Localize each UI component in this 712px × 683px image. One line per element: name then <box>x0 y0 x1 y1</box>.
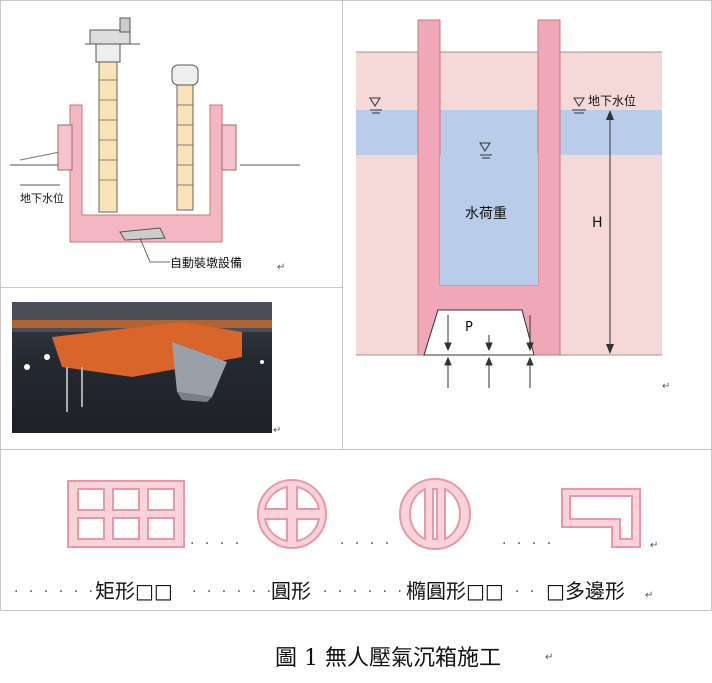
return-mark: ↵ <box>650 540 659 551</box>
water-load-label: 水荷重 <box>465 206 507 222</box>
h-label: H <box>592 215 603 231</box>
p-label: P <box>465 320 473 335</box>
dot-leader: . . . . <box>340 532 393 548</box>
dot-leader: . . . . . . <box>192 580 274 596</box>
return-mark: ↵ <box>277 262 286 273</box>
polygonal-section <box>561 488 641 548</box>
poly-label: □多邊形 <box>546 579 625 603</box>
groundwater-label-left: 地下水位 <box>20 192 64 205</box>
circular-section <box>257 479 327 549</box>
dot-leader: . . <box>515 580 538 596</box>
auto-device-label: 自動裝墩設備 <box>170 256 243 270</box>
caisson-construction-drawing <box>10 17 300 263</box>
dot-leader: . . . . <box>502 532 555 548</box>
water-load-diagram <box>356 19 662 388</box>
excavator-photo <box>12 302 272 433</box>
dot-leader: . . . . . . <box>323 580 405 596</box>
ellipse-label: 橢圓形□□ <box>406 579 504 603</box>
return-mark: ↵ <box>662 381 671 392</box>
return-mark: ↵ <box>545 652 554 663</box>
dot-leader: . . . . <box>190 532 243 548</box>
return-mark: ↵ <box>273 425 282 436</box>
figure-caption: 圖 1 無人壓氣沉箱施工 <box>275 646 501 671</box>
elliptical-section <box>399 478 471 550</box>
rect-label: 矩形□□ <box>95 579 173 603</box>
dot-leader: . . . . . . . <box>14 580 111 596</box>
groundwater-label-right: 地下水位 <box>588 94 637 108</box>
circle-label: 圓形 <box>271 579 311 603</box>
cross-section-shapes <box>67 478 641 550</box>
return-mark: ↵ <box>645 590 654 601</box>
rectangular-section <box>67 480 185 548</box>
